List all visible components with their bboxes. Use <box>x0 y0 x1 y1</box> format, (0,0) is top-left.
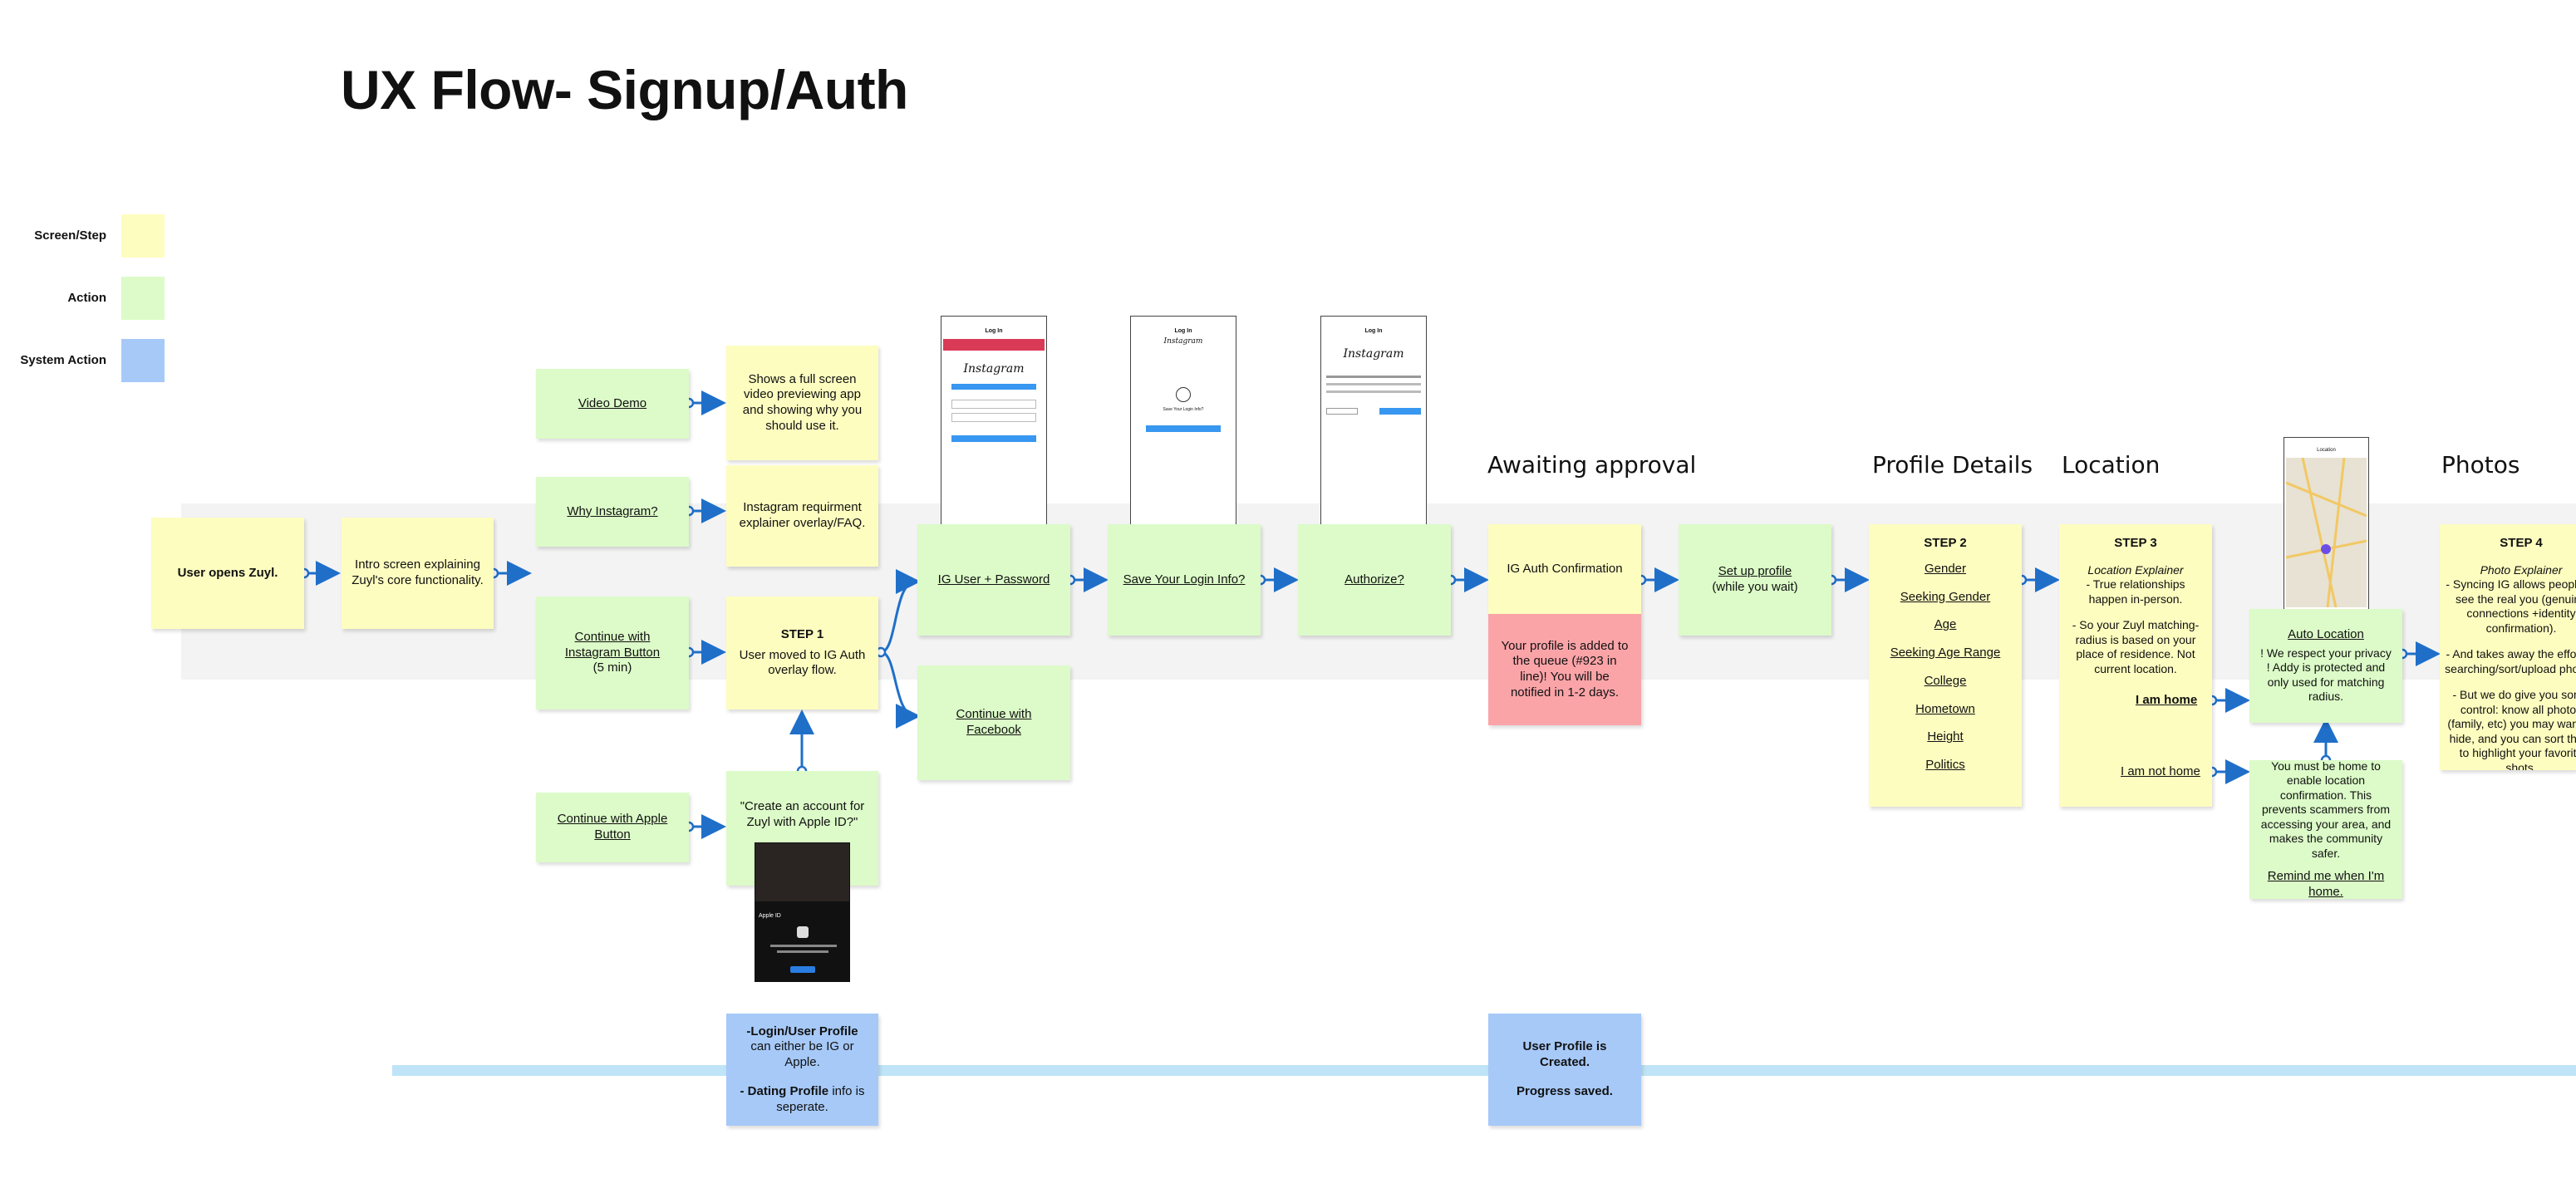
ig-auth-mockup-line-2 <box>1326 383 1421 385</box>
why-instagram-button[interactable]: Why Instagram? <box>536 477 689 547</box>
note-ig-auth-confirmation: IG Auth Confirmation <box>1488 524 1641 614</box>
ig-auth-mockup-logo: Instagram <box>1343 347 1404 361</box>
authorize-button[interactable]: Authorize? <box>1298 524 1451 636</box>
section-profile-details: Profile Details <box>1872 451 2033 479</box>
i-am-not-home-option[interactable]: I am not home <box>2121 764 2200 778</box>
i-am-home-option[interactable]: I am home <box>2136 693 2198 707</box>
ig-user-password-button[interactable]: IG User + Password <box>917 524 1070 636</box>
continue-facebook-button[interactable]: Continue with Facebook <box>917 665 1070 780</box>
section-awaiting-approval: Awaiting approval <box>1487 451 1697 479</box>
note-must-be-home: You must be home to enable location conf… <box>2249 759 2402 899</box>
profile-field-hometown[interactable]: Hometown <box>1915 701 1975 716</box>
profile-field-gender[interactable]: Gender <box>1924 561 1967 576</box>
profile-field-seeking-gender[interactable]: Seeking Gender <box>1900 589 1991 604</box>
ig-auth-mockup-buttons <box>1326 408 1421 415</box>
ig-save-login-mockup: Log In Instagram Save Your Login Info? <box>1130 316 1236 542</box>
profile-field-college[interactable]: College <box>1924 673 1967 688</box>
video-demo-button[interactable]: Video Demo <box>536 369 689 439</box>
ig-save-mockup-question: Save Your Login Info? <box>1163 407 1204 412</box>
continue-apple-button[interactable]: Continue with Apple Button <box>536 793 689 862</box>
ig-auth-mockup-title: Log In <box>1364 328 1383 334</box>
ig-save-mockup-title: Log In <box>1174 328 1192 334</box>
ig-save-mockup-icon <box>1176 387 1191 402</box>
ig-login-mockup-fb-button <box>951 384 1036 390</box>
setup-profile-button[interactable]: Set up profile (while you wait) <box>1679 524 1831 636</box>
step-4-content: STEP 4 Photo Explainer - Syncing IG allo… <box>2445 536 2576 770</box>
ig-login-mockup-username <box>951 400 1036 409</box>
legend-label-screen: Screen/Step <box>34 228 106 243</box>
save-login-info-button[interactable]: Save Your Login Info? <box>1108 524 1261 636</box>
ig-login-mockup-title: Log In <box>985 328 1003 334</box>
apple-mockup-backdrop <box>755 843 849 901</box>
continue-instagram-button[interactable]: Continue with Instagram Button (5 min) <box>536 597 689 709</box>
legend-swatch-screen <box>121 214 165 258</box>
section-photos: Photos <box>2441 451 2520 479</box>
note-intro-screen: Intro screen explaining Zuyl's core func… <box>342 518 494 629</box>
legend-label-system: System Action <box>20 353 106 367</box>
note-step-3: STEP 3 Location Explainer - True relatio… <box>2059 524 2212 807</box>
profile-field-height[interactable]: Height <box>1927 729 1964 744</box>
ig-save-mockup-logo: Instagram <box>1163 337 1203 346</box>
profile-field-politics[interactable]: Politics <box>1925 758 1965 772</box>
timeline-bar <box>392 1065 2576 1076</box>
note-ig-requirement: Instagram requirment explainer overlay/F… <box>726 465 878 567</box>
legend-swatch-action <box>121 277 165 320</box>
location-mockup-title: Location <box>2317 448 2336 453</box>
section-location: Location <box>2062 451 2161 479</box>
note-queue-status: Your profile is added to the queue (#923… <box>1488 614 1641 725</box>
note-login-profile-system: -Login/User Profile can either be IG or … <box>726 1014 878 1126</box>
ig-auth-mockup-line-3 <box>1326 390 1421 393</box>
apple-id-mockup: Apple ID <box>755 842 850 982</box>
note-step-2: STEP 2 Gender Seeking Gender Age Seeking… <box>1869 524 2022 807</box>
ig-auth-mockup-authorize <box>1379 408 1421 415</box>
location-mockup-map <box>2285 457 2367 608</box>
dating-profile-line: - Dating Profile info is seperate. <box>740 1083 865 1114</box>
ig-login-mockup-password <box>951 413 1036 422</box>
note-user-opens: User opens Zuyl. <box>151 518 304 629</box>
location-mockup-roads <box>2285 457 2367 608</box>
ig-login-mockup: Log In Instagram <box>941 316 1047 542</box>
ig-login-mockup-banner <box>943 339 1045 351</box>
apple-mockup-text-line-2 <box>777 950 828 953</box>
location-map-mockup: Location <box>2283 437 2369 611</box>
note-video-preview: Shows a full screen video previewing app… <box>726 346 878 460</box>
note-user-profile-created: User Profile is Created. Progress saved. <box>1488 1014 1641 1126</box>
profile-field-age[interactable]: Age <box>1934 617 1957 632</box>
apple-mockup-title: Apple ID <box>759 913 781 919</box>
remind-me-link[interactable]: Remind me when I'm home. <box>2267 869 2385 899</box>
apple-mockup-icon <box>797 926 809 938</box>
ig-auth-mockup-cancel <box>1326 408 1358 415</box>
legend-label-action: Action <box>67 291 106 305</box>
auto-location-button[interactable]: Auto Location ! We respect your privacy … <box>2249 609 2402 723</box>
apple-mockup-text-line <box>770 945 837 947</box>
ig-save-mockup-save-button <box>1146 425 1221 432</box>
note-step-4: STEP 4 Photo Explainer - Syncing IG allo… <box>2440 524 2576 770</box>
ig-login-mockup-logo: Instagram <box>963 362 1025 376</box>
legend-swatch-system <box>121 339 165 382</box>
note-step-1: STEP 1 User moved to IG Auth overlay flo… <box>726 597 878 709</box>
ig-auth-mockup-line-1 <box>1326 376 1421 378</box>
login-profile-line: -Login/User Profile can either be IG or … <box>746 1024 858 1070</box>
page-title: UX Flow- Signup/Auth <box>341 59 908 120</box>
apple-mockup-continue-button <box>790 966 815 973</box>
ig-authorize-mockup: Log In Instagram <box>1320 316 1427 542</box>
ig-login-mockup-login-button <box>951 435 1036 442</box>
profile-field-seeking-age[interactable]: Seeking Age Range <box>1890 646 2001 660</box>
